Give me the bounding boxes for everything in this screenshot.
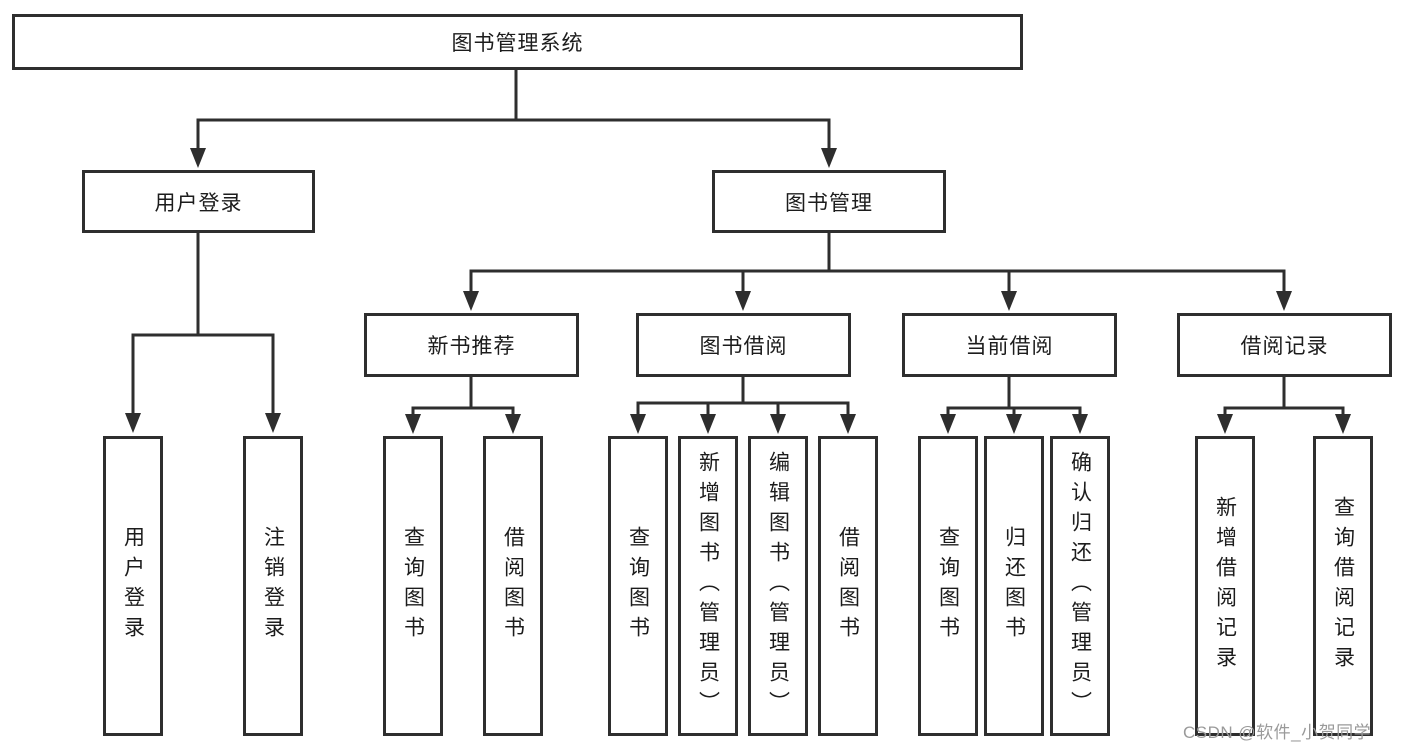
leaf-add-borrow-record-label: 新增借阅记录	[1213, 496, 1237, 676]
leaf-logout: 注销登录	[243, 436, 303, 736]
leaf-borrow-books-2: 借阅图书	[818, 436, 878, 736]
leaf-query-books-2-label: 查询图书	[626, 526, 650, 646]
leaf-add-borrow-record: 新增借阅记录	[1195, 436, 1255, 736]
leaf-borrow-books-1-label: 借阅图书	[501, 526, 525, 646]
node-user-login: 用户登录	[82, 170, 315, 233]
leaf-return-book: 归还图书	[984, 436, 1044, 736]
csdn-watermark: CSDN @软件_小贺同学	[1183, 723, 1372, 742]
leaf-user-login: 用户登录	[103, 436, 163, 736]
node-borrow-records: 借阅记录	[1177, 313, 1392, 377]
leaf-query-books-3: 查询图书	[918, 436, 978, 736]
arrowheads	[125, 148, 1351, 434]
leaf-borrow-books-2-label: 借阅图书	[836, 526, 860, 646]
node-root: 图书管理系统	[12, 14, 1023, 70]
leaf-borrow-books-1: 借阅图书	[483, 436, 543, 736]
leaf-query-books-3-label: 查询图书	[936, 526, 960, 646]
leaf-user-login-label: 用户登录	[121, 526, 145, 646]
leaf-return-book-label: 归还图书	[1002, 526, 1026, 646]
node-book-borrow: 图书借阅	[636, 313, 851, 377]
leaf-confirm-return-admin: 确认归还（管理员）	[1050, 436, 1110, 736]
leaf-query-books-1: 查询图书	[383, 436, 443, 736]
leaf-edit-book-admin: 编辑图书（管理员）	[748, 436, 808, 736]
node-current-borrow: 当前借阅	[902, 313, 1117, 377]
node-new-book-recommend: 新书推荐	[364, 313, 579, 377]
node-user-login-label: 用户登录	[154, 191, 243, 215]
leaf-add-book-admin: 新增图书（管理员）	[678, 436, 738, 736]
node-new-book-recommend-label: 新书推荐	[427, 335, 516, 358]
leaf-query-books-2: 查询图书	[608, 436, 668, 736]
node-root-label: 图书管理系统	[451, 32, 584, 55]
leaf-add-book-admin-label: 新增图书（管理员）	[696, 451, 720, 721]
leaf-edit-book-admin-label: 编辑图书（管理员）	[766, 451, 790, 721]
leaf-confirm-return-admin-label: 确认归还（管理员）	[1068, 451, 1092, 721]
leaf-query-books-1-label: 查询图书	[401, 526, 425, 646]
leaf-logout-label: 注销登录	[261, 526, 285, 646]
leaf-query-borrow-record: 查询借阅记录	[1313, 436, 1373, 736]
node-book-management: 图书管理	[712, 170, 946, 233]
node-borrow-records-label: 借阅记录	[1240, 335, 1329, 358]
node-book-management-label: 图书管理	[785, 191, 873, 215]
node-book-borrow-label: 图书借阅	[699, 335, 788, 358]
node-current-borrow-label: 当前借阅	[965, 335, 1054, 358]
leaf-query-borrow-record-label: 查询借阅记录	[1331, 496, 1355, 676]
